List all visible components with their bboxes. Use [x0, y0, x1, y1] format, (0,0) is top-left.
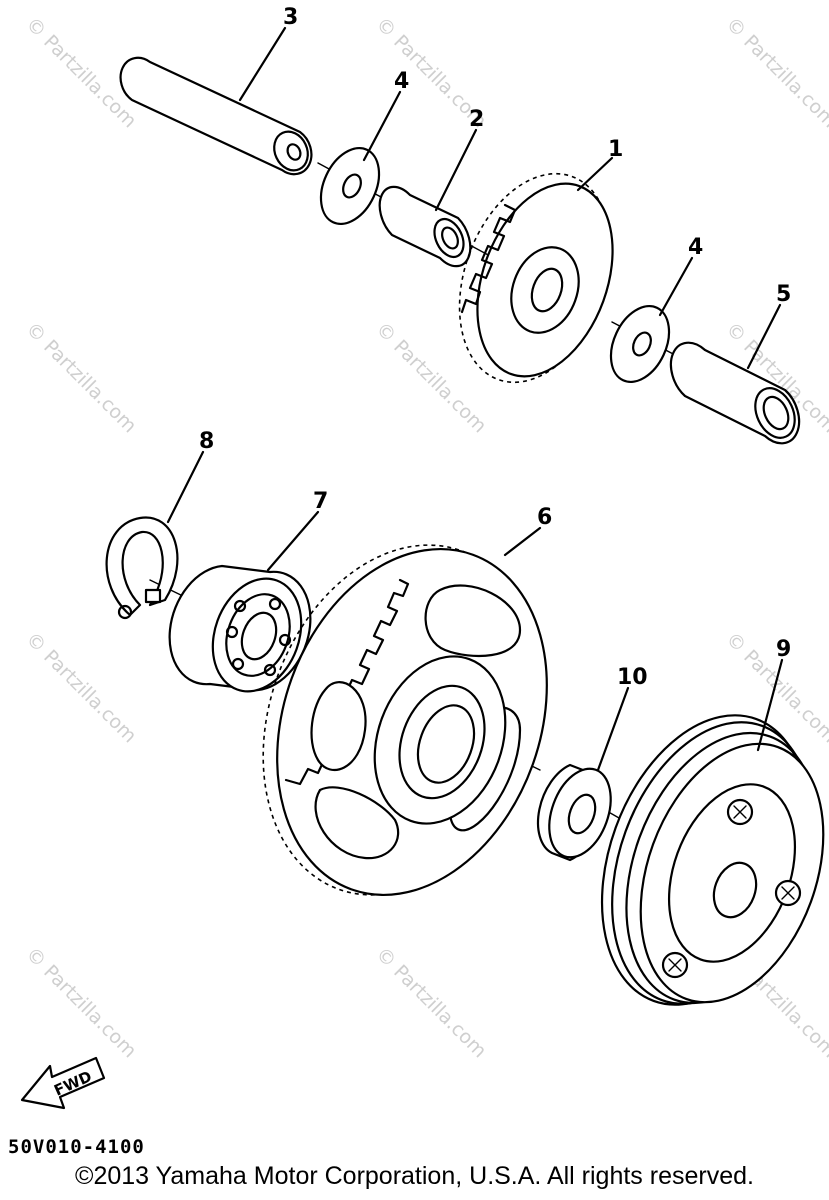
leader-line-10	[596, 686, 630, 772]
idle-gear-part-1	[458, 172, 614, 384]
leader-line-1	[576, 156, 614, 192]
leader-line-6	[503, 526, 542, 557]
callout-4-lower: 4	[688, 235, 703, 260]
callout-9: 9	[776, 637, 791, 662]
callouts: 3 4 2 1 4 5 8 7 6 10 9	[199, 5, 791, 690]
callout-6: 6	[537, 505, 552, 530]
callout-2: 2	[469, 107, 484, 132]
leader-line-3	[238, 26, 287, 102]
copyright-text: ©2013 Yamaha Motor Corporation, U.S.A. A…	[75, 1162, 754, 1190]
leader-lines	[166, 26, 784, 772]
starter-wheel-gear-part-6	[262, 544, 548, 896]
leader-line-7	[266, 510, 320, 572]
callout-1: 1	[608, 137, 623, 162]
callout-7: 7	[313, 489, 328, 514]
washer-part-10	[536, 763, 612, 862]
watermark: © Partzilla.com	[371, 318, 490, 437]
watermark: © Partzilla.com	[21, 943, 140, 1062]
leader-line-5	[746, 303, 782, 370]
leader-line-4a	[362, 90, 402, 162]
starter-clutch-part-9	[600, 714, 825, 1006]
washer-part-4-upper	[319, 147, 381, 225]
leader-line-2	[434, 128, 478, 212]
washer-part-4-lower	[609, 305, 671, 383]
callout-8: 8	[199, 429, 214, 454]
callout-4-upper: 4	[394, 69, 409, 94]
shaft-part-3	[119, 56, 313, 176]
leader-line-9	[756, 658, 784, 752]
callout-10: 10	[617, 665, 648, 690]
callout-3: 3	[283, 5, 298, 30]
fwd-arrow: FWD	[20, 1056, 106, 1110]
ball-bearing-part-7	[168, 564, 312, 693]
watermark: © Partzilla.com	[721, 13, 829, 132]
circlip-part-8	[105, 516, 179, 620]
watermark: © Partzilla.com	[21, 628, 140, 747]
leader-line-8	[166, 450, 205, 524]
leader-line-4b	[658, 256, 694, 317]
collar-part-5	[669, 341, 801, 445]
callout-5: 5	[776, 282, 791, 307]
diagram-code: 50V010-4100	[8, 1136, 145, 1158]
watermark: © Partzilla.com	[21, 318, 140, 437]
watermark: © Partzilla.com	[371, 943, 490, 1062]
bearing-part-2	[378, 185, 472, 268]
